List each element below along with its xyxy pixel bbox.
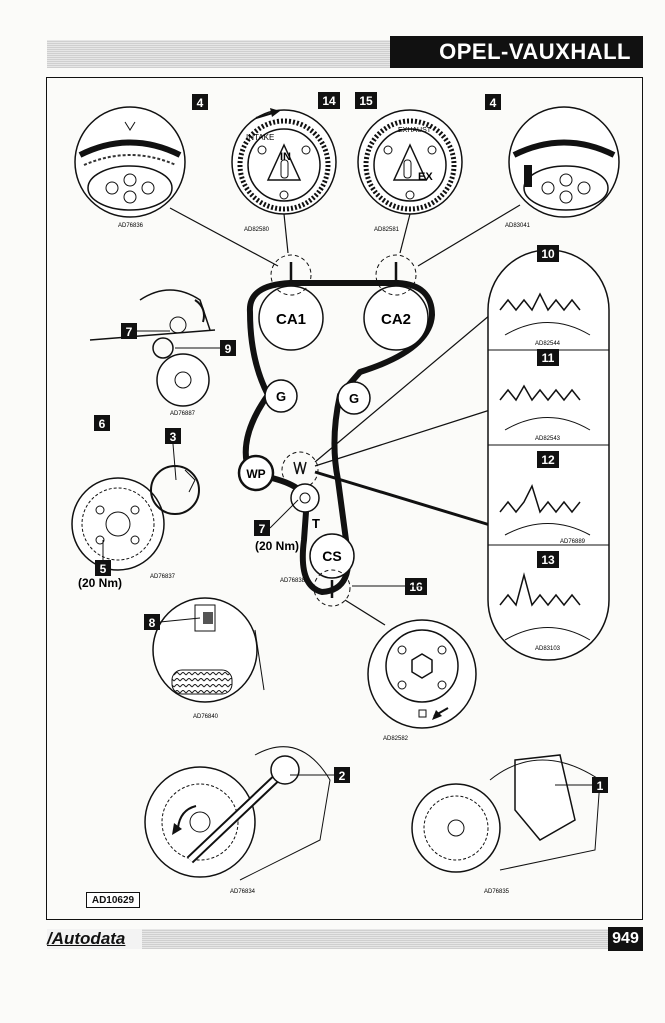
callout-15: 15 [355,92,377,109]
svg-text:AD83103: AD83103 [535,646,561,652]
callout-6: 6 [94,415,110,431]
svg-text:G: G [276,389,286,404]
svg-text:12: 12 [541,453,555,467]
cam-pulley-exhaust-label: CA2 [381,311,411,328]
callout-12: 12 [537,451,559,468]
callout-13: 13 [537,551,559,568]
svg-text:AD76834: AD76834 [230,889,256,895]
svg-text:AD83041: AD83041 [505,223,531,229]
crankshaft-pulley: CS [309,533,355,607]
water-pump-pulley: WP [237,454,275,492]
guide-pulley-left: G [264,379,298,413]
svg-text:11: 11 [542,351,555,365]
callout-4-right: 4 [485,94,501,110]
intake-mark-label: INTAKE [246,133,274,142]
callout-8: 8 [144,614,160,630]
callout-7-lower: 7 [254,520,270,536]
cam-detail-left [74,106,186,218]
exhaust-short-label: EX [418,171,433,183]
torque-tensioner: (20 Nm) [255,539,299,553]
svg-text:2: 2 [339,769,346,783]
tensioner-detail [89,289,216,407]
svg-text:15: 15 [359,94,373,108]
svg-text:14: 14 [322,94,336,108]
svg-text:WP: WP [246,467,265,481]
cam-pulley-intake-label: CA1 [276,311,306,328]
callout-14: 14 [318,92,340,109]
callout-5: 5 [95,560,111,576]
svg-text:AD82544: AD82544 [535,341,561,347]
callout-3: 3 [165,428,181,444]
callout-1: 1 [592,777,608,793]
exhaust-mark-label: EXHAUST [398,127,432,134]
svg-text:16: 16 [409,580,423,594]
svg-text:AD76836: AD76836 [118,223,144,229]
svg-text:13: 13 [541,553,555,567]
callout-7-upper: 7 [121,323,137,339]
page-number: 949 [608,927,643,951]
crank-pulley-detail [71,465,200,571]
svg-text:6: 6 [99,417,106,431]
timing-belt [242,280,435,595]
svg-text:5: 5 [100,562,107,576]
svg-text:AD76840: AD76840 [193,714,219,720]
svg-text:T: T [312,516,320,531]
reference-code: AD10629 [86,892,140,908]
callout-2: 2 [334,767,350,783]
svg-text:AD82582: AD82582 [383,736,409,742]
svg-text:G: G [349,391,359,406]
svg-text:AD82581: AD82581 [374,227,400,233]
torque-pulley: (20 Nm) [78,576,122,590]
intake-short-label: IN [280,151,291,163]
footer-band [47,929,610,949]
callout-4-left: 4 [192,94,208,110]
svg-text:3: 3 [170,430,177,444]
exhaust-sprocket-detail [357,109,463,215]
svg-text:CS: CS [322,548,341,564]
svg-text:AD76835: AD76835 [484,889,510,895]
svg-text:4: 4 [197,96,204,110]
autodata-logo: /Autodata [47,929,142,949]
svg-text:AD76889: AD76889 [560,539,586,545]
callout-11: 11 [537,349,559,366]
svg-text:7: 7 [126,325,133,339]
diagram-frame [46,77,643,920]
svg-text:AD76887: AD76887 [170,411,196,417]
svg-text:AD82543: AD82543 [535,436,561,442]
bracket-illustration [411,754,601,873]
wrench-illustration [144,746,331,881]
svg-text:AD76837: AD76837 [150,574,176,580]
svg-text:1: 1 [597,779,604,793]
callout-10: 10 [537,245,559,262]
header-band [47,40,390,68]
svg-text:7: 7 [259,522,266,536]
crank-sprocket-detail [367,619,477,729]
svg-text:9: 9 [225,342,232,356]
tensioner-pulley: T [281,451,320,531]
svg-text:8: 8 [149,616,156,630]
svg-text:AD82580: AD82580 [244,227,270,233]
cam-pulley-intake: CA1 [258,254,324,351]
guide-pulley-right: G [337,381,371,415]
cam-pulley-exhaust: CA2 [363,254,429,351]
header-brand: OPEL-VAUXHALL [390,36,643,68]
callout-9: 9 [220,340,236,356]
idler-detail [152,597,265,703]
svg-text:10: 10 [541,247,555,261]
svg-text:4: 4 [490,96,497,110]
cam-detail-right [508,106,620,218]
svg-text:AD76838: AD76838 [280,578,306,584]
